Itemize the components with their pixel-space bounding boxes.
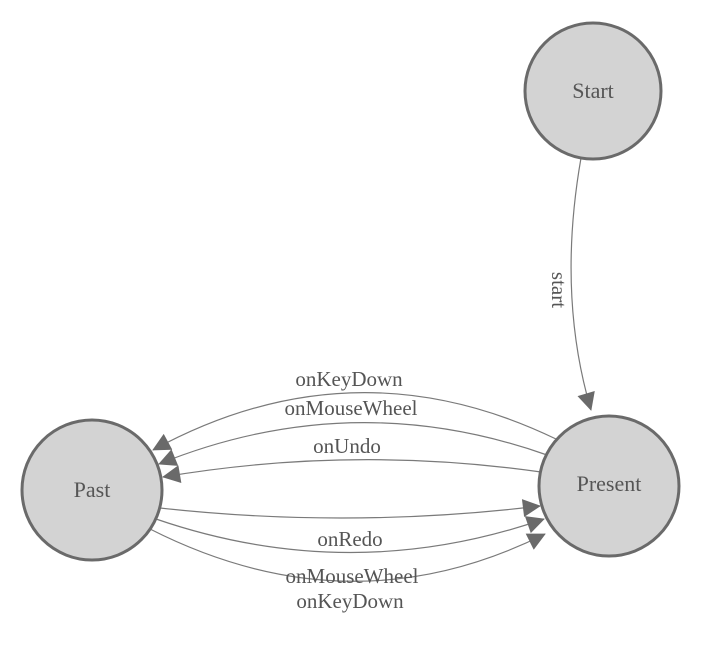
state-node-past: [20, 418, 164, 562]
edge-present-to-past-onkeydown: [152, 392, 557, 451]
edge-label-onredo: onRedo: [317, 527, 382, 551]
edge-start-to-present: [570, 157, 595, 411]
edge-present-to-past-onundo: [162, 459, 542, 484]
edge-label-onmousewheel-top: onMouseWheel: [285, 396, 418, 420]
nodes: [20, 21, 681, 562]
edge-labels: start onKeyDown onMouseWheel onUndo onRe…: [285, 272, 571, 613]
state-node-present: [537, 414, 681, 558]
edge-past-to-present-onredo: [159, 499, 541, 519]
edges: [149, 157, 595, 582]
edge-label-onkeydown-bottom: onKeyDown: [296, 589, 404, 613]
node-label-present: Present: [577, 471, 642, 496]
state-node-start: [523, 21, 663, 161]
node-label-start: Start: [572, 78, 614, 103]
edge-past-to-present-onmousewheel: [155, 516, 545, 554]
node-label-past: Past: [74, 477, 111, 502]
node-labels: Start Past Present: [74, 78, 642, 502]
edge-present-to-past-onmousewheel: [158, 422, 548, 466]
edge-past-to-present-onkeydown: [149, 528, 546, 582]
edge-label-onundo: onUndo: [313, 434, 381, 458]
edge-label-onmousewheel-bottom: onMouseWheel: [286, 564, 419, 588]
edge-label-onkeydown-top: onKeyDown: [295, 367, 403, 391]
edge-label-start: start: [547, 272, 571, 308]
